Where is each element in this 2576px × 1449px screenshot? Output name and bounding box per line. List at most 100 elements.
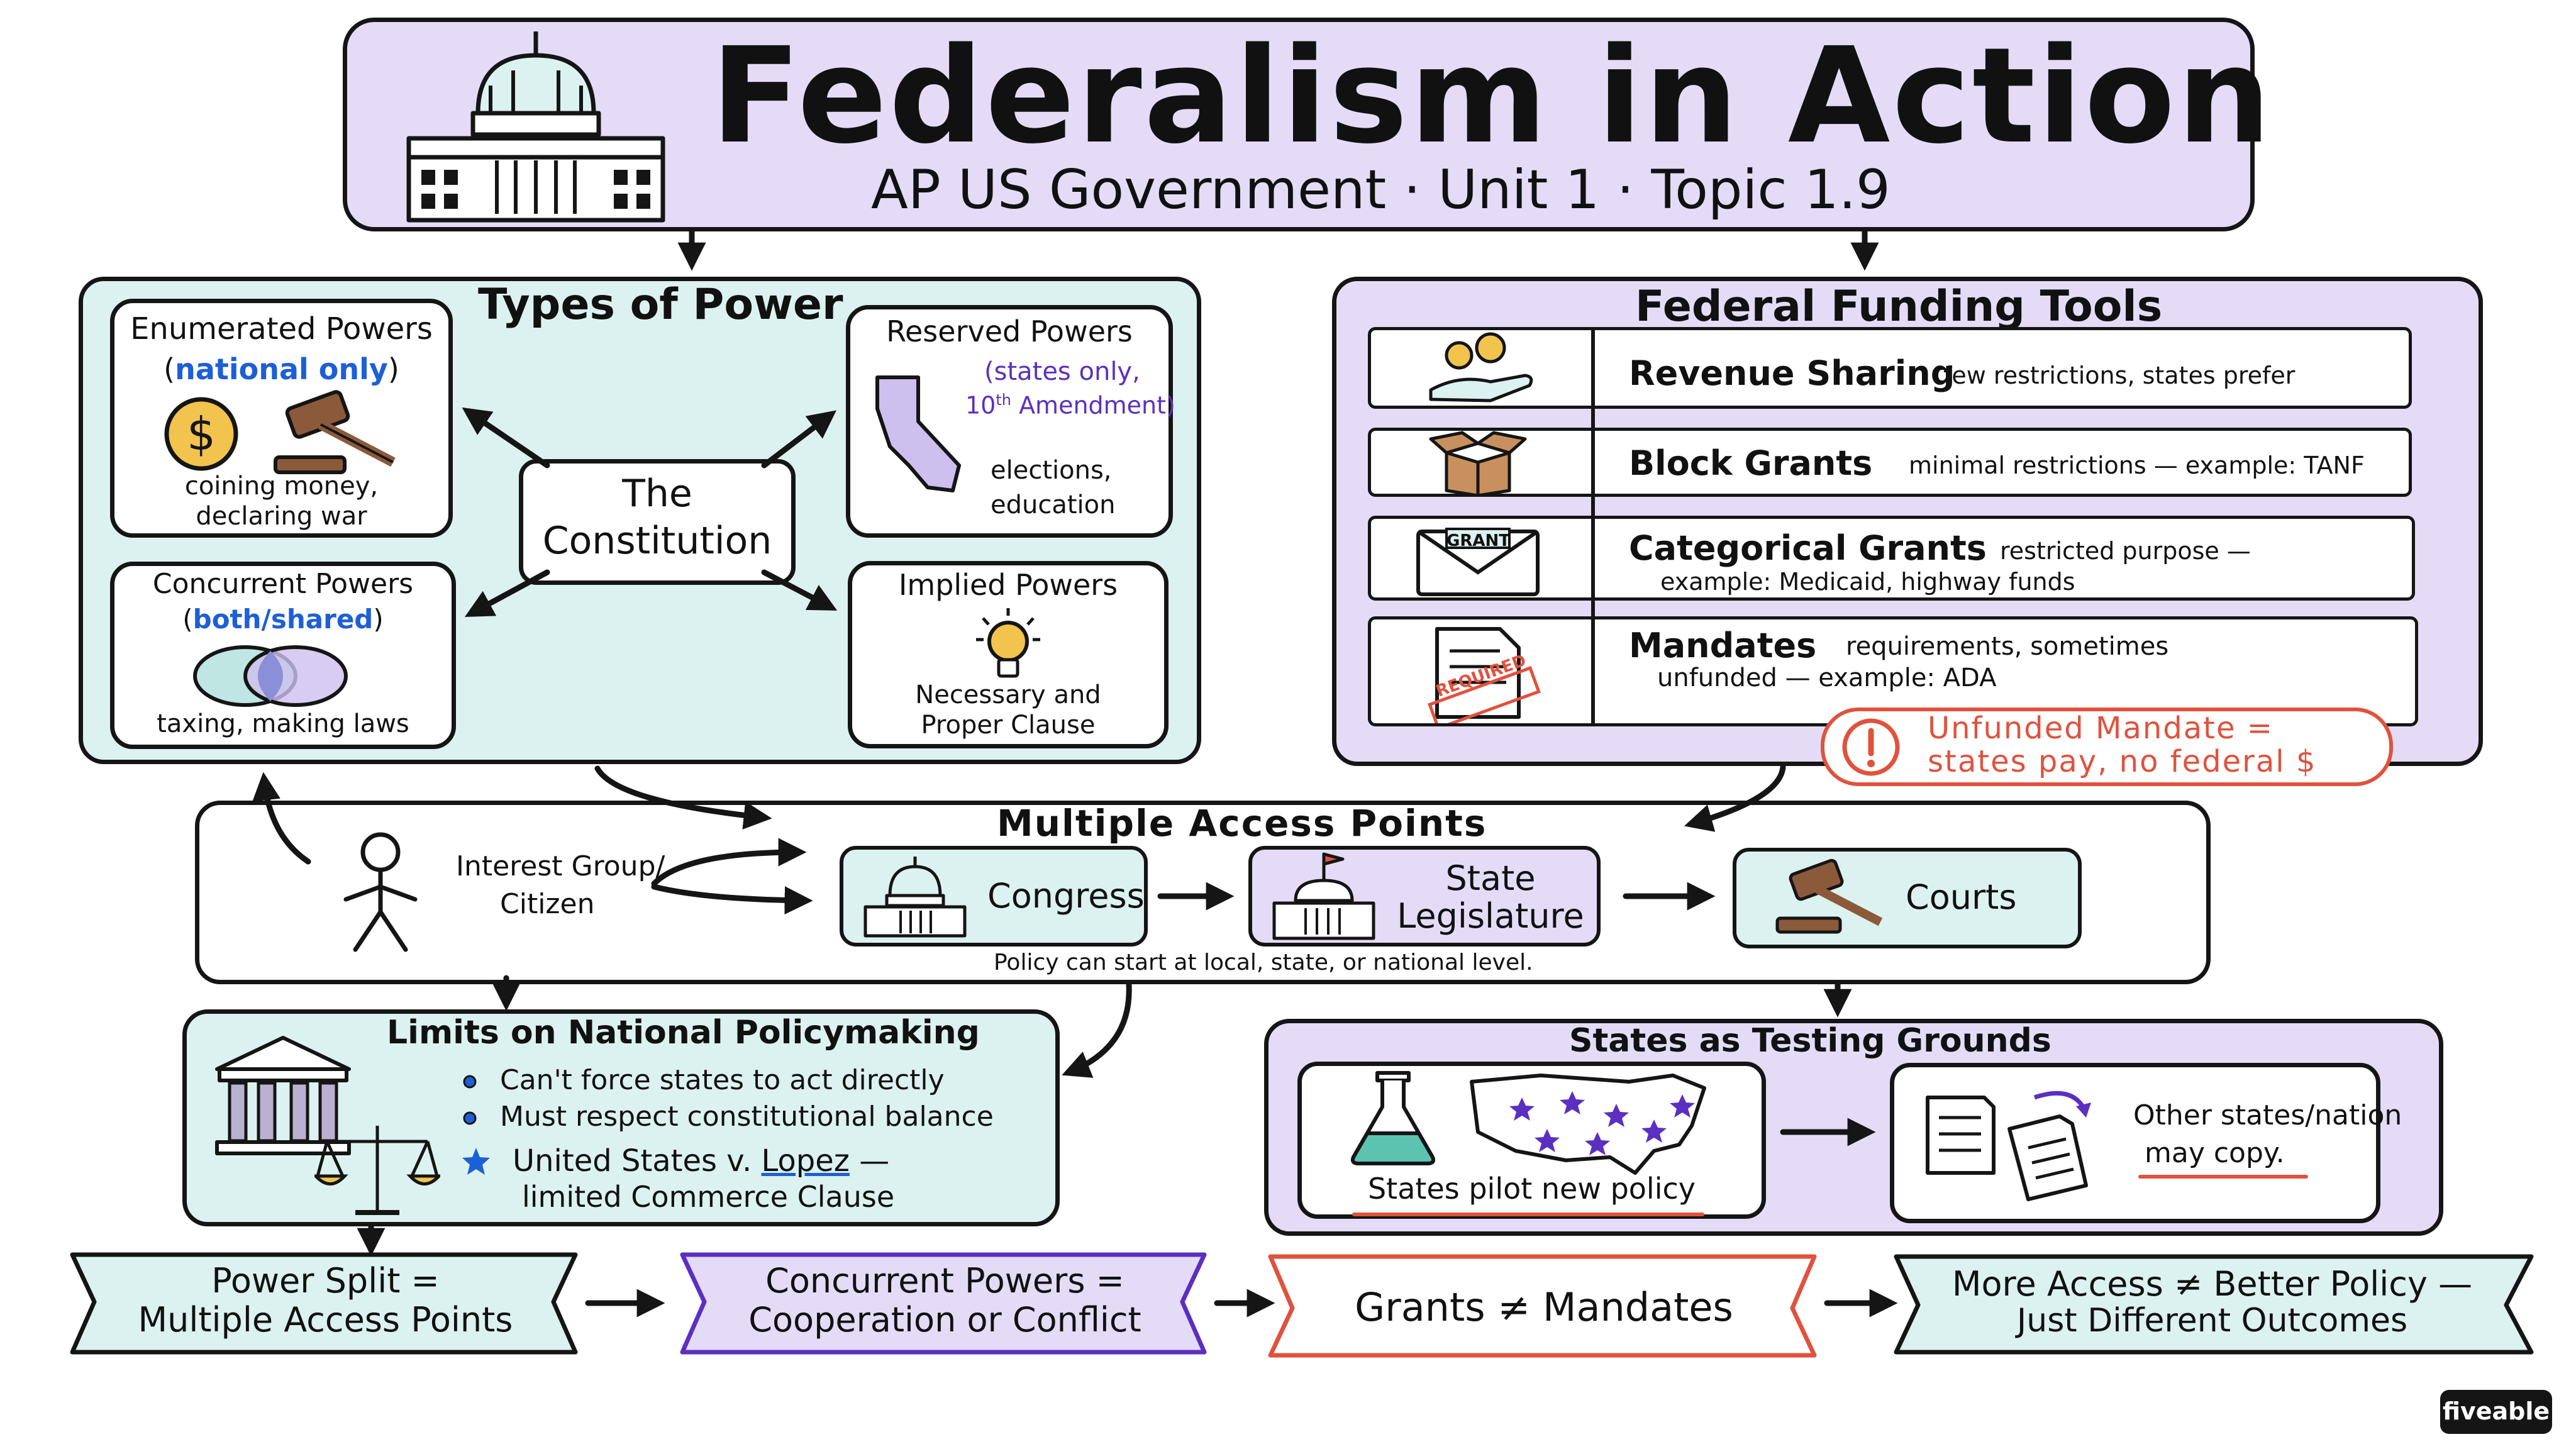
callout-line-1: Unfunded Mandate = [1928,711,2273,746]
funding-row-3-desc2: example: Medicaid, highway funds [1660,568,2075,596]
paren-close: ) [373,604,384,635]
enumerated-desc-1: coining money, [184,472,379,501]
amendment-ordinal: th [996,391,1011,409]
concurrent-note-text: both/shared [192,604,374,635]
courthouse-icon [215,1036,351,1155]
funding-tools-heading: Federal Funding Tools [1635,282,2163,331]
funding-row-1-desc: few restrictions, states prefer [1943,362,2296,389]
copy-underline [2138,1175,2308,1179]
funding-row-1 [1368,327,2412,409]
copy-documents-icon [1926,1091,2091,1201]
constitution-box [519,459,796,585]
enumerated-powers-card [110,299,453,538]
funding-row-2 [1368,428,2412,497]
constitution-label-1: The [622,472,692,516]
funding-row-4-desc2: unfunded — example: ADA [1657,663,1997,692]
banner-4-shape [1894,1254,2534,1355]
concurrent-powers-note: (both/shared) [110,604,456,635]
case-name-prefix: United States v. [513,1143,762,1179]
limits-case-line-1: United States v. Lopez — [513,1143,889,1179]
gavel-icon [274,390,396,474]
types-of-power-heading: Types of Power [478,280,843,330]
actor-label-1: Interest Group/ [456,850,665,882]
funding-row-3-desc: restricted purpose — [2000,537,2251,565]
testing-grounds-heading: States as Testing Grounds [1569,1022,2051,1060]
banner-1-line-1: Power Split = [211,1261,440,1301]
capitol-small-icon [863,857,967,938]
courts-label: Courts [1906,877,2017,917]
congress-label: Congress [987,876,1145,916]
dollar-coin-icon: $ [164,397,238,471]
pilot-policy-label: States pilot new policy [1367,1172,1696,1206]
implied-desc-1: Necessary and [915,680,1101,709]
brand-label: fiveable [2442,1397,2550,1425]
money-hand-icon [1429,332,1533,402]
state-capitol-icon [1272,852,1375,940]
enumerated-powers-title: Enumerated Powers [130,311,433,347]
copy-policy-label-1: Other states/nation [2133,1099,2402,1131]
enumerated-desc-2: declaring war [196,502,367,531]
page-title: Federalism in Action [711,19,2273,173]
unfunded-mandate-callout [1821,708,2393,786]
warning-icon [1842,718,1900,776]
funding-row-2-desc: minimal restrictions — example: TANF [1909,452,2365,479]
paren-open: ( [182,604,193,635]
reserved-powers-title: Reserved Powers [886,314,1133,348]
banner-shapes [70,1252,2534,1358]
flask-icon [1351,1071,1435,1165]
banner-2-line-1: Concurrent Powers = [765,1261,1124,1301]
svg-text:$: $ [187,408,216,460]
funding-row-4-name: Mandates [1629,626,1817,665]
reserved-desc-1: elections, [991,456,1112,485]
state-legislature-label-2: Legislature [1397,896,1584,936]
bullet-dot-icon [463,1075,477,1089]
required-document-icon [1428,627,1541,723]
paren-open: ( [164,352,175,386]
scales-of-justice-icon [314,1126,440,1215]
implied-powers-title: Implied Powers [898,568,1118,602]
amendment-text: Amendment) [1011,391,1175,419]
funding-row-4-desc: requirements, sometimes [1846,632,2169,661]
callout-line-2: states pay, no federal $ [1928,744,2317,779]
grant-envelope-icon [1416,528,1540,596]
venn-diagram-icon [193,645,348,707]
state-map-icon [875,375,961,492]
banner-1-shape [70,1252,578,1355]
us-map-icon [1470,1074,1706,1175]
open-box-icon [1429,431,1527,497]
concurrent-desc: taxing, making laws [157,709,409,738]
state-legislature-label-1: State [1445,858,1536,898]
funding-divider [1591,327,1595,726]
access-points-note: Policy can start at local, state, or nat… [994,950,1533,975]
capitol-icon [406,31,665,223]
banner-3-line-1: Grants ≠ Mandates [1355,1284,1733,1330]
enumerated-powers-note: (national only) [110,352,453,386]
funding-row-1-name: Revenue Sharing [1629,353,1955,393]
funding-row-2-name: Block Grants [1629,443,1873,483]
reserved-desc-2: education [991,491,1116,519]
funding-row-3-name: Categorical Grants [1629,528,1987,568]
implied-desc-2: Proper Clause [921,711,1096,740]
envelope-label: GRANT [1446,531,1510,550]
banner-2-shape [680,1252,1207,1355]
star-icon [462,1148,490,1175]
stick-figure-icon [343,832,418,952]
reserved-note-1: (states only, [984,357,1140,386]
banner-1-line-2: Multiple Access Points [138,1300,513,1340]
actor-label-2: Citizen [500,888,595,920]
amendment-number: 10 [965,391,996,419]
constitution-label-2: Constitution [542,519,772,563]
case-dash: — [849,1143,890,1179]
limits-bullet-2: Must respect constitutional balance [500,1101,994,1133]
brand-badge [2440,1390,2552,1434]
paren-close: ) [387,352,399,386]
reserved-note-2: 10th Amendment) [965,391,1175,419]
limits-case-line-2: limited Commerce Clause [522,1180,895,1214]
page-subtitle: AP US Government · Unit 1 · Topic 1.9 [871,158,1890,221]
case-name-lopez: Lopez [761,1143,850,1179]
concurrent-powers-title: Concurrent Powers [152,568,414,600]
copy-policy-label-2: may copy. [2145,1137,2285,1169]
banner-4-line-2: Just Different Outcomes [2016,1302,2408,1340]
gavel-small-icon [1775,858,1883,934]
